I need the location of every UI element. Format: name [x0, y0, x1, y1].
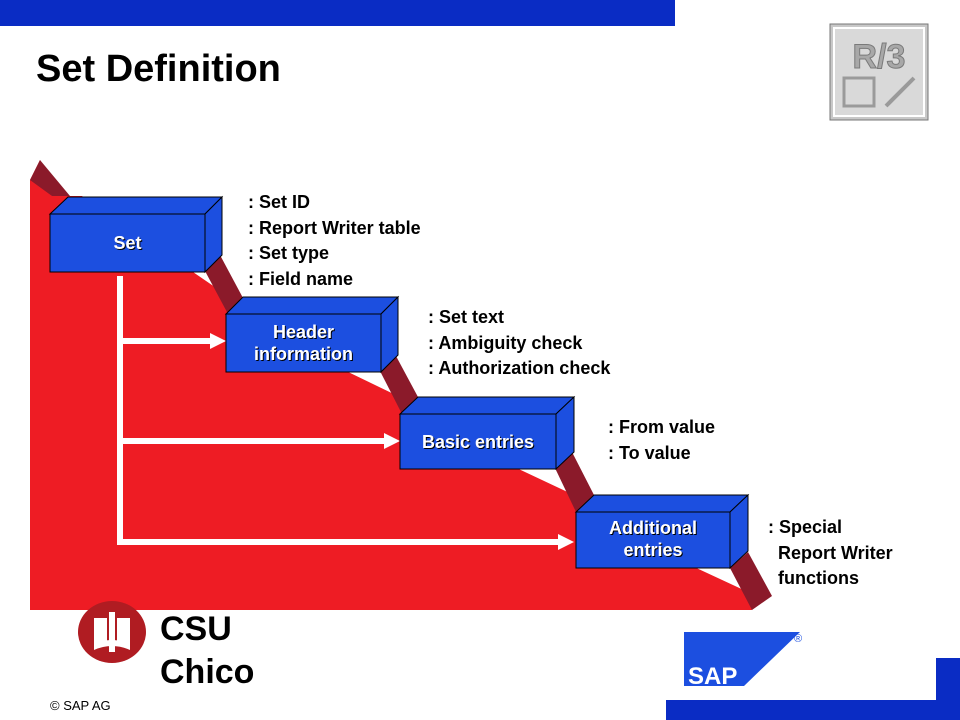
sap-logo-icon: SAP ® — [684, 632, 802, 690]
connector-basic-additional — [555, 452, 594, 512]
set-box — [48, 195, 224, 274]
arrow-basic-icon — [384, 433, 400, 449]
sap-logo-text: SAP — [688, 663, 737, 690]
set-description: : Set ID : Report Writer table : Set typ… — [248, 192, 421, 289]
basic-description: : From value : To value — [608, 417, 716, 463]
basic-box-label: Basic entries — [421, 432, 535, 452]
additional-entries-box — [574, 493, 750, 570]
registered-mark: ® — [794, 633, 802, 645]
set-box-label: Set — [113, 233, 142, 253]
basic-entries-box — [398, 395, 576, 471]
header-information-box — [224, 295, 400, 374]
csu-chico-logo-icon — [78, 601, 146, 663]
additional-description: : Special Report Writer functions — [768, 517, 893, 588]
arrow-additional-icon — [558, 534, 574, 550]
r3-logo-icon: R/3 — [829, 23, 929, 121]
r3-badge-text: R/3 — [853, 38, 906, 76]
connector-set-header — [205, 255, 243, 314]
top-accent-bar — [0, 0, 675, 26]
page-title: Set Definition — [36, 48, 281, 90]
bottom-accent-bar-horizontal — [666, 700, 960, 720]
header-description: : Set text : Ambiguity check : Authoriza… — [428, 307, 611, 378]
university-name: CSU Chico — [160, 610, 255, 691]
arrow-header-icon — [210, 333, 226, 349]
header-box-label: Header information — [254, 322, 353, 364]
connector-additional-end — [730, 552, 772, 610]
additional-box-label: Additional entries — [609, 518, 697, 560]
connector-header-basic — [380, 356, 418, 414]
copyright-text: © SAP AG — [50, 698, 111, 713]
